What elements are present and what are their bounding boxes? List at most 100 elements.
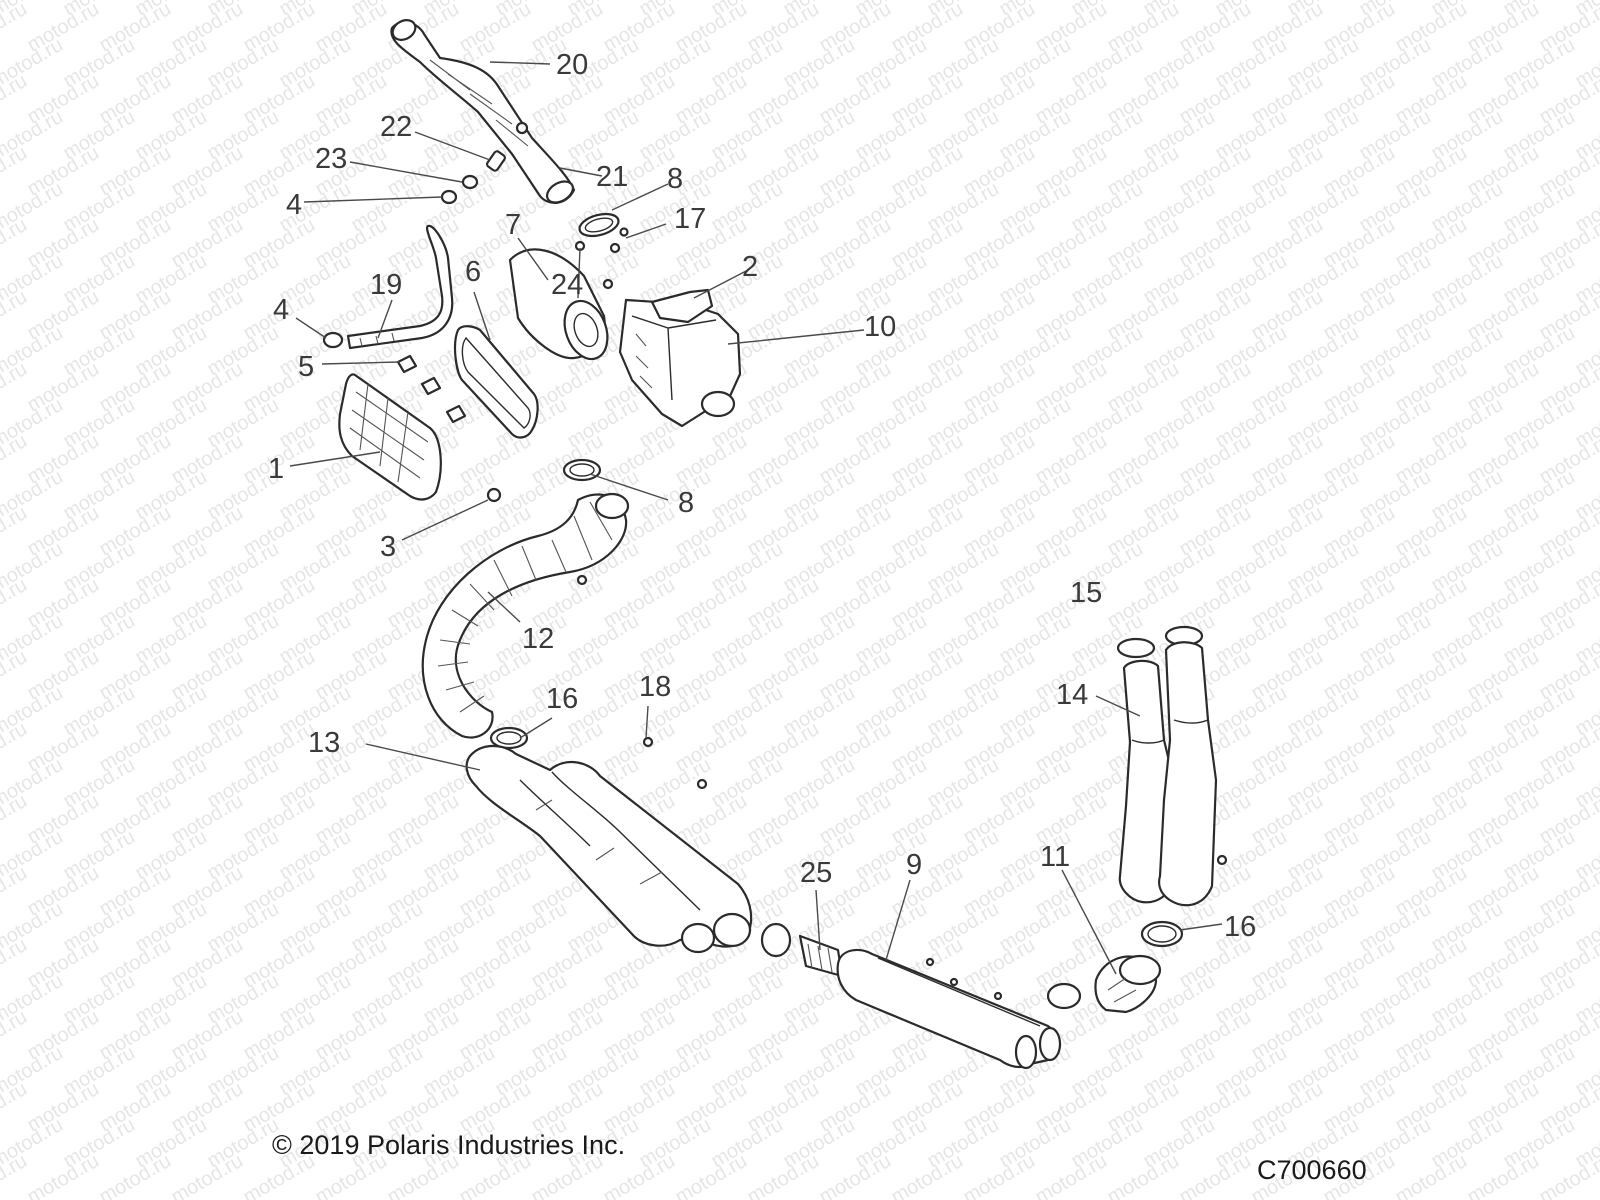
watermark-text: motod.ru [0, 646, 31, 705]
callout-18: 18 [639, 671, 671, 703]
callout-23: 23 [315, 143, 347, 175]
leader-24 [577, 247, 581, 299]
leader-23 [349, 161, 463, 183]
callout-13: 13 [308, 727, 340, 759]
part-11-elbow-fitting [1046, 954, 1162, 1014]
leader-20 [489, 61, 551, 65]
leader-17 [625, 223, 667, 239]
leader-4a [303, 196, 443, 203]
part-17-fastener [609, 227, 629, 254]
callout-7: 7 [505, 209, 521, 241]
watermark-text: motod.ru [0, 502, 31, 561]
watermark-text: motod.ru [0, 718, 31, 777]
watermark-text: motod.ru [0, 214, 31, 273]
watermark-text: motod.ru [0, 862, 31, 921]
diagram-code: C700660 [1257, 1155, 1367, 1185]
leader-9 [885, 879, 911, 961]
watermark-text: motod.ru [0, 70, 31, 129]
watermark-text: motod.ru [0, 574, 31, 633]
callout-10: 10 [864, 311, 896, 343]
part-6-gasket [453, 325, 539, 439]
part-8-upper-clamp [578, 212, 620, 238]
leader-5 [321, 361, 401, 365]
leader-10 [727, 329, 865, 345]
callout-5: 5 [298, 351, 314, 383]
watermark-text: motod.ru [0, 1006, 31, 1065]
callout-16-upper: 16 [546, 683, 578, 715]
watermark-text: motod.ru [0, 142, 31, 201]
leader-8b [589, 473, 669, 501]
leader-22 [414, 131, 491, 161]
callout-19: 19 [370, 269, 402, 301]
callout-2: 2 [742, 251, 758, 283]
callout-22: 22 [380, 111, 412, 143]
callout-4-lower: 4 [273, 294, 289, 326]
callout-12: 12 [522, 623, 554, 655]
callout-1: 1 [268, 453, 284, 485]
part-25-coupler [760, 922, 844, 978]
leader-19 [377, 299, 393, 339]
part-15-clamps [1116, 625, 1204, 659]
callout-17: 17 [674, 203, 706, 235]
callout-8-lower: 8 [678, 487, 694, 519]
part-19-breather-hose [346, 224, 454, 350]
part-4-upper-clamp [440, 189, 458, 205]
callout-20: 20 [556, 49, 588, 81]
callout-25: 25 [800, 857, 832, 889]
leader-18 [645, 705, 649, 739]
part-22-fitting [486, 150, 506, 172]
callout-15: 15 [1070, 577, 1102, 609]
part-9-muffler-pipe [836, 948, 1062, 1070]
leader-16b [1179, 923, 1223, 931]
part-5-screws [396, 354, 467, 424]
callout-9: 9 [906, 849, 922, 881]
leader-8a [611, 183, 669, 211]
part-23-clip [461, 174, 479, 190]
callout-16-lower: 16 [1224, 911, 1256, 943]
leader-4b [295, 317, 327, 339]
callout-14: 14 [1056, 679, 1088, 711]
part-3-fastener [486, 487, 502, 503]
part-24-screw [574, 240, 614, 290]
part-8-lower-clamp [562, 458, 602, 482]
leader-14 [1095, 695, 1141, 717]
callout-8-upper: 8 [667, 163, 683, 195]
watermark-text: motod.ru [0, 0, 31, 56]
part-13-y-duct [465, 744, 753, 954]
leader-11 [1061, 869, 1117, 975]
callout-24: 24 [551, 269, 583, 301]
watermark-text: motod.ru [0, 286, 31, 345]
leader-6 [473, 291, 491, 341]
part-7-air-filter [508, 248, 609, 361]
leader-21 [559, 167, 603, 177]
copyright-notice: © 2019 Polaris Industries Inc. [272, 1130, 626, 1160]
part-16-upper-clamp [489, 726, 529, 750]
leader-16a [519, 717, 553, 739]
callout-4-upper: 4 [286, 189, 302, 221]
part-16-lower-clamp [1140, 920, 1184, 948]
leader-lines [289, 61, 1223, 975]
part-1-airbox-cover [338, 373, 442, 501]
watermark-text: motod.ru [0, 934, 31, 993]
callout-11: 11 [1040, 841, 1070, 873]
watermark-text: motod.ru [0, 430, 31, 489]
leader-13 [365, 743, 481, 771]
leader-25 [815, 889, 821, 951]
callout-labels: 20 22 23 21 8 4 17 7 2 6 24 19 10 4 5 1 … [268, 49, 1256, 943]
part-14-twin-pipes [1118, 641, 1228, 907]
leader-1 [289, 451, 381, 467]
leader-7 [517, 237, 549, 281]
leader-12 [487, 591, 521, 623]
leader-2 [693, 269, 749, 299]
callout-6: 6 [465, 256, 481, 288]
callout-21: 21 [596, 161, 628, 193]
watermark-text: motod.ru [0, 358, 31, 417]
part-20-intake-duct [390, 19, 576, 204]
part-12-corrugated-duct [421, 492, 630, 739]
part-18-fasteners [576, 574, 708, 790]
part-4-hose-clamp [322, 331, 344, 349]
leader-3 [401, 499, 489, 541]
callout-3: 3 [380, 531, 396, 563]
